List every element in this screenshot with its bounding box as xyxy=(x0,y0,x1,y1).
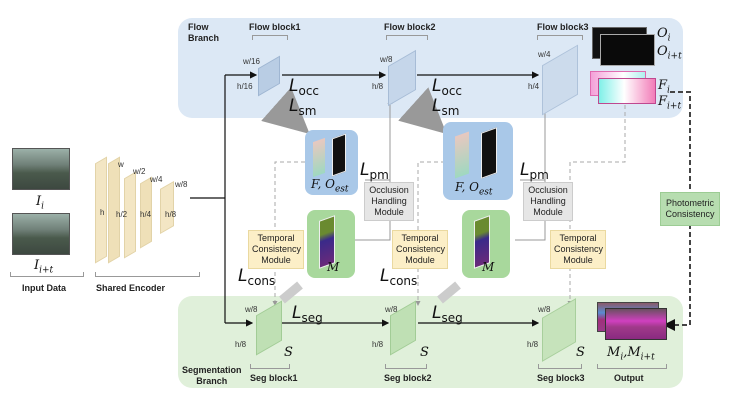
seg-block3-h: h/8 xyxy=(527,340,539,349)
occlusion-map-i-t xyxy=(600,34,655,66)
input-bracket xyxy=(10,272,84,277)
loss-sm-1: Lsm xyxy=(289,96,317,118)
loss-seg-1: Lseg xyxy=(292,303,323,325)
flow-block2-title: Flow block2 xyxy=(384,22,436,32)
encoder-layer-4 xyxy=(160,180,174,235)
shared-encoder-title: Shared Encoder xyxy=(96,283,166,293)
f-oest-label-1: F, Oest xyxy=(311,177,349,195)
m-label-2: M xyxy=(482,260,495,274)
seg-block3-w: w/8 xyxy=(538,305,551,314)
input-image-i-label: Ii xyxy=(36,194,45,212)
output-title: Output xyxy=(614,373,644,383)
loss-pm-2: Lpm xyxy=(520,160,549,182)
flow-block1-h: h/16 xyxy=(237,82,253,91)
loss-cons-2: Lcons xyxy=(380,266,418,288)
seg-block3-bracket xyxy=(538,364,582,369)
seg-block3-s: S xyxy=(576,345,585,360)
flow-block2-h: h/8 xyxy=(372,82,384,91)
flow-block3-title: Flow block3 xyxy=(537,22,589,32)
loss-occ-1: Locc xyxy=(289,76,320,98)
encoder-w2: w/2 xyxy=(133,167,146,176)
f-oest-label-2: F, Oest xyxy=(455,180,493,198)
flow-map-i-t xyxy=(598,78,656,104)
occlusion-i-t-label: Oi+t xyxy=(657,44,682,62)
encoder-w4: w/4 xyxy=(150,175,163,184)
m-label-1: M xyxy=(327,260,340,274)
encoder-h: h xyxy=(100,208,105,217)
encoder-h8: h/8 xyxy=(165,210,177,219)
input-image-i xyxy=(12,148,70,190)
input-data-title: Input Data xyxy=(22,283,66,293)
flow-block3-w: w/4 xyxy=(538,50,551,59)
seg-block2-title: Seg block2 xyxy=(384,373,432,383)
flow-block1-bracket xyxy=(252,35,288,40)
output-label: Mi,Mi+t xyxy=(607,345,655,363)
flow-block2-w: w/8 xyxy=(380,55,393,64)
flow-block1-w: w/16 xyxy=(243,57,260,66)
flow-block3-h: h/4 xyxy=(528,82,540,91)
encoder-w8: w/8 xyxy=(175,180,188,189)
output-bracket xyxy=(597,364,667,369)
segmentation-estimate-2: M xyxy=(462,210,510,278)
seg-block2-s: S xyxy=(420,345,429,360)
seg-block2-w: w/8 xyxy=(385,305,398,314)
seg-block1-title: Seg block1 xyxy=(250,373,298,383)
flow-i-label: Fi xyxy=(658,78,670,96)
flow-occlusion-estimate-2: F, Oest xyxy=(443,122,513,200)
encoder-w: w xyxy=(118,160,124,169)
seg-block2-h: h/8 xyxy=(372,340,384,349)
flow-block1-title: Flow block1 xyxy=(249,22,301,32)
encoder-h2: h/2 xyxy=(116,210,128,219)
segmentation-output-i-t xyxy=(605,308,667,340)
encoder-h4: h/4 xyxy=(140,210,152,219)
input-image-i-t-label: Ii+t xyxy=(34,258,54,276)
loss-sm-2: Lsm xyxy=(432,96,460,118)
loss-occ-2: Locc xyxy=(432,76,463,98)
flow-block3-bracket xyxy=(537,35,583,40)
segmentation-estimate-1: M xyxy=(307,210,355,278)
loss-seg-2: Lseg xyxy=(432,303,463,325)
flow-occlusion-estimate-1: F, Oest xyxy=(305,130,358,195)
seg-block1-s: S xyxy=(284,345,293,360)
encoder-bracket xyxy=(95,272,200,277)
flow-block2-bracket xyxy=(386,35,428,40)
input-image-i-t xyxy=(12,213,70,255)
seg-block1-bracket xyxy=(250,364,290,369)
seg-block1-h: h/8 xyxy=(235,340,247,349)
seg-block3-title: Seg block3 xyxy=(537,373,585,383)
seg-block1-w: w/8 xyxy=(245,305,258,314)
flow-i-t-label: Fi+t xyxy=(658,94,682,112)
loss-pm-1: Lpm xyxy=(360,160,389,182)
loss-cons-1: Lcons xyxy=(238,266,276,288)
occlusion-i-label: Oi xyxy=(657,26,671,44)
seg-block2-bracket xyxy=(385,364,427,369)
